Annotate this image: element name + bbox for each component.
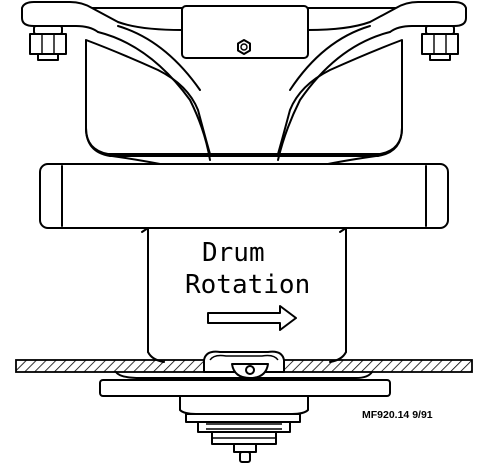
left-hex-nut-icon — [29, 25, 67, 61]
top-bracket — [21, 1, 467, 161]
bottom-disc — [99, 371, 391, 463]
right-arrow-icon — [207, 305, 297, 331]
label-drum: Drum — [202, 238, 265, 268]
label-rotation: Rotation — [185, 270, 310, 300]
middle-collar — [39, 155, 449, 229]
right-hex-nut-icon — [421, 25, 459, 61]
top-center-bolt-icon — [237, 39, 251, 55]
figure-reference: MF920.14 9/91 — [362, 409, 433, 421]
drum-shell-section — [15, 350, 473, 379]
